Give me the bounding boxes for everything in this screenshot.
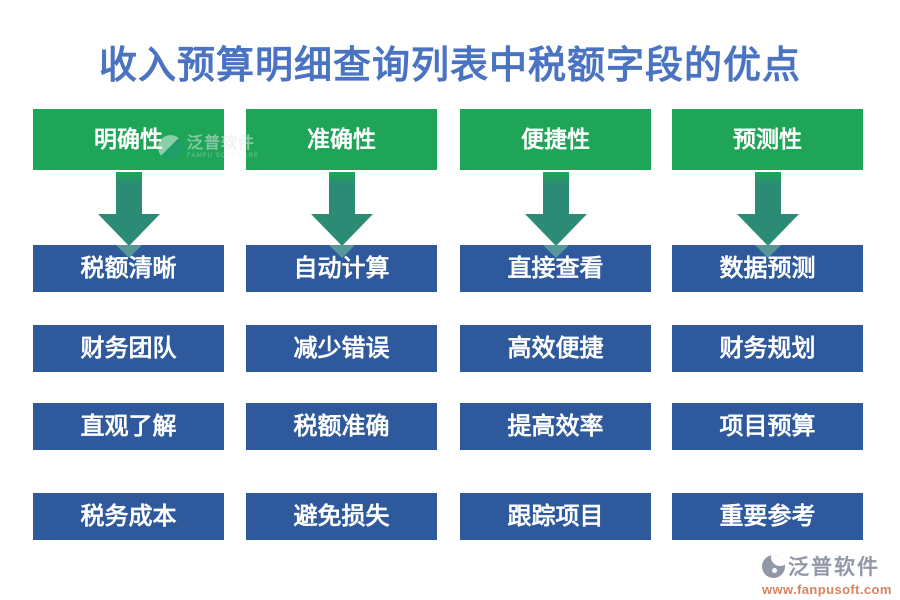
advantage-item: 数据预测 bbox=[672, 245, 863, 292]
advantage-item: 自动计算 bbox=[246, 245, 437, 292]
page-title: 收入预算明细查询列表中税额字段的优点 bbox=[98, 45, 801, 87]
fanpu-logo-name: 泛普软件 bbox=[788, 556, 880, 579]
advantage-item: 税务成本 bbox=[33, 493, 224, 540]
advantage-item: 税额准确 bbox=[246, 403, 437, 450]
fanpu-logo-icon bbox=[762, 554, 785, 578]
column-header: 便捷性 bbox=[460, 109, 651, 170]
advantage-item: 重要参考 bbox=[672, 493, 863, 540]
advantage-column-2: 准确性 自动计算 减少错误 税额准确 避免损失 bbox=[246, 0, 437, 600]
advantage-item: 提高效率 bbox=[460, 403, 651, 450]
advantage-item: 财务规划 bbox=[672, 325, 863, 372]
advantage-item: 避免损失 bbox=[246, 493, 437, 540]
advantage-item: 跟踪项目 bbox=[460, 493, 651, 540]
column-header: 预测性 bbox=[672, 109, 863, 170]
advantage-column-4: 预测性 数据预测 财务规划 项目预算 重要参考 bbox=[672, 0, 863, 600]
advantage-item: 财务团队 bbox=[33, 325, 224, 372]
advantage-item: 直观了解 bbox=[33, 403, 224, 450]
site-url: www.fanpusoft.com bbox=[762, 582, 892, 597]
advantage-item: 减少错误 bbox=[246, 325, 437, 372]
column-header: 准确性 bbox=[246, 109, 437, 170]
column-header: 明确性 bbox=[33, 109, 224, 170]
advantage-item: 高效便捷 bbox=[460, 325, 651, 372]
advantage-column-1: 明确性 税额清晰 财务团队 直观了解 税务成本 bbox=[33, 0, 224, 600]
advantage-column-3: 便捷性 直接查看 高效便捷 提高效率 跟踪项目 bbox=[460, 0, 651, 600]
advantage-item: 项目预算 bbox=[672, 403, 863, 450]
fanpu-logo: 泛普软件 www.fanpusoft.com bbox=[762, 551, 892, 597]
